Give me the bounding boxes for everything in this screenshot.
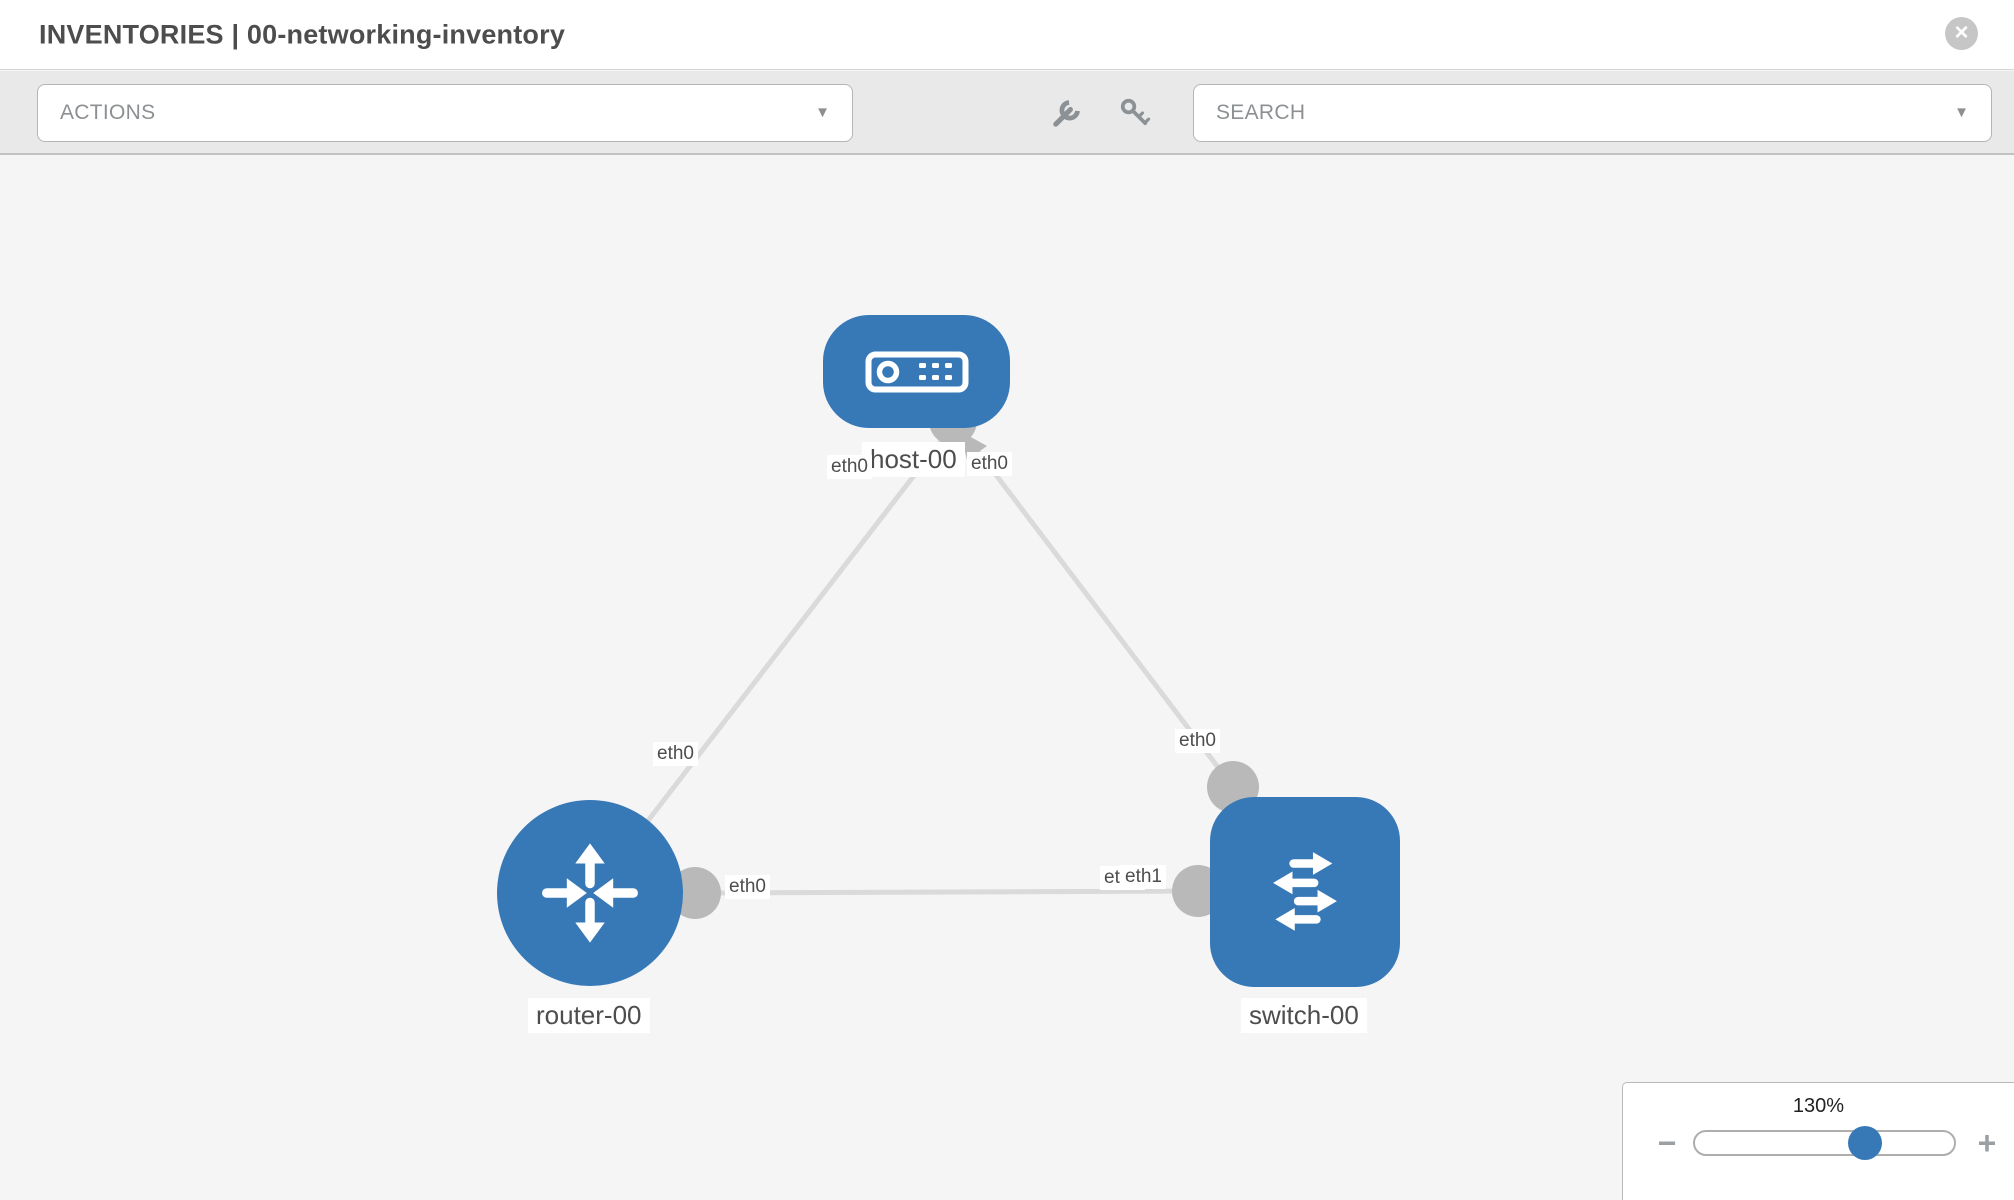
node-label-host: host-00 [862, 442, 965, 477]
topology-svg [618, 397, 1259, 919]
key-icon [1120, 98, 1151, 126]
link-router-switch[interactable] [694, 888, 1199, 896]
node-label-router: router-00 [528, 998, 650, 1033]
chevron-down-icon: ▼ [1954, 104, 1969, 122]
search-dropdown-label: SEARCH [1216, 101, 1306, 124]
link-host-router[interactable] [618, 423, 955, 859]
interface-label: eth0 [725, 875, 770, 899]
header: INVENTORIES | 00-networking-inventory × [0, 0, 2014, 70]
credentials-button[interactable] [1106, 84, 1164, 142]
actions-dropdown[interactable]: ACTIONS ▼ [37, 84, 853, 142]
plus-icon: + [1977, 1125, 1997, 1161]
zoom-panel: 130% − + [1622, 1082, 2014, 1200]
actions-dropdown-label: ACTIONS [60, 101, 156, 124]
interface-label: eth0 [967, 452, 1012, 476]
zoom-slider-thumb[interactable] [1848, 1126, 1882, 1160]
host-icon [865, 351, 968, 392]
node-switch[interactable] [1210, 797, 1400, 987]
configure-button[interactable] [1038, 84, 1096, 142]
chevron-down-icon: ▼ [815, 104, 830, 122]
link-host-switch[interactable] [956, 423, 1235, 789]
interface-label: eth0 [1175, 729, 1220, 753]
search-dropdown[interactable]: SEARCH ▼ [1193, 84, 1992, 142]
endpoint-arrowhead [960, 431, 987, 460]
zoom-in-button[interactable]: + [1967, 1123, 2007, 1163]
zoom-percent: 130% [1792, 1095, 1845, 1117]
interface-label: eth1 [1121, 865, 1166, 889]
node-host[interactable] [823, 315, 1010, 428]
switch-icon [1273, 852, 1337, 931]
node-router[interactable] [497, 800, 683, 986]
interface-label: eth0 [653, 742, 698, 766]
router-icon [542, 843, 638, 943]
node-label-switch: switch-00 [1241, 998, 1367, 1033]
page-title: INVENTORIES | 00-networking-inventory [39, 19, 566, 49]
zoom-slider[interactable] [1693, 1126, 1956, 1160]
zoom-out-button[interactable]: − [1647, 1123, 1687, 1163]
wrench-icon [1053, 100, 1080, 127]
minus-icon: − [1657, 1125, 1677, 1161]
toolbar: ACTIONS ▼ SEARCH ▼ [0, 71, 2014, 155]
close-icon: × [1954, 18, 1969, 46]
topology-canvas[interactable]: host-00 router-00 switch-00 eth0 eth0 et… [0, 157, 2014, 1200]
close-button[interactable]: × [1945, 17, 1978, 50]
interface-label: eth0 [827, 455, 872, 479]
